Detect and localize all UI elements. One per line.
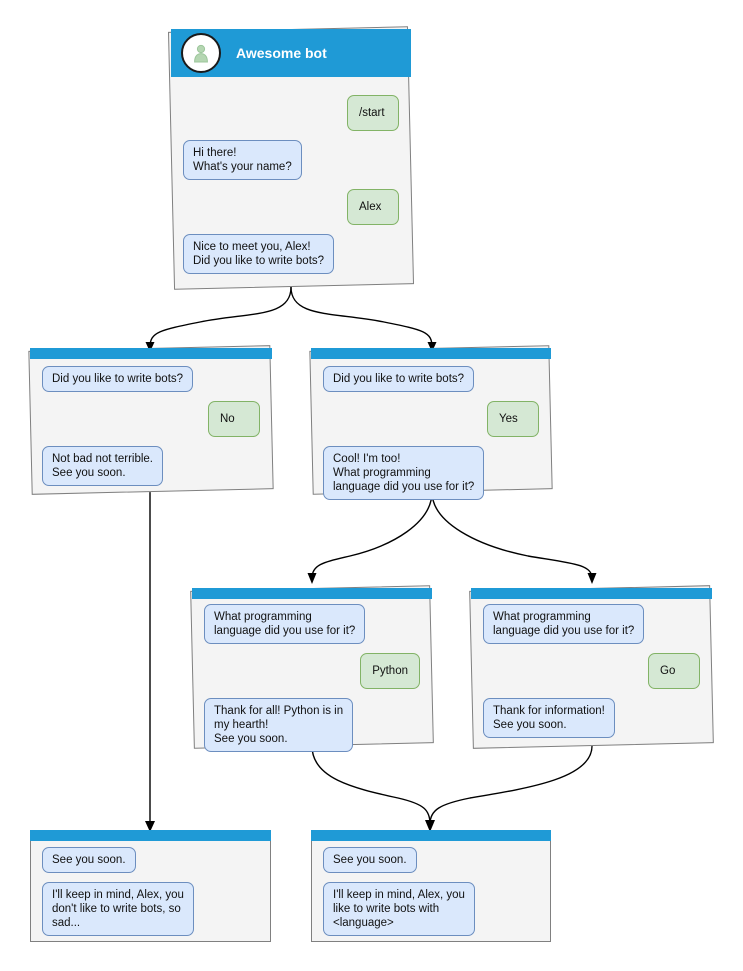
message-bubble-bot[interactable]: Hi there! What's your name? [183,140,302,180]
message-row: Nice to meet you, Alex! Did you like to … [183,234,399,274]
message-bubble-user[interactable]: /start [347,95,399,131]
message-bubble-bot[interactable]: See you soon. [42,847,136,873]
message-bubble-user[interactable]: Alex [347,189,399,225]
card-python-branch[interactable]: What programming language did you use fo… [190,585,434,752]
card-no-branch-header [30,348,272,359]
message-bubble-bot[interactable]: I'll keep in mind, Alex, you don't like … [42,882,194,936]
card-root-messages: /start Hi there! What's your name? Alex … [171,85,411,293]
arrowhead-yes-to-python [307,573,317,584]
card-root-title: Awesome bot [236,45,327,61]
card-end-no[interactable]: See you soon. I'll keep in mind, Alex, y… [30,830,271,942]
card-go-branch[interactable]: What programming language did you use fo… [469,585,714,749]
card-end-no-messages: See you soon. I'll keep in mind, Alex, y… [30,842,271,950]
message-row: I'll keep in mind, Alex, you don't like … [42,882,259,936]
card-yes-branch-messages: Did you like to write bots? Yes Cool! I'… [311,362,551,513]
message-bubble-user[interactable]: No [208,401,260,437]
card-go-branch-messages: What programming language did you use fo… [471,600,712,751]
message-bubble-user[interactable]: Yes [487,401,539,437]
message-row: See you soon. [323,847,539,873]
message-row: Did you like to write bots? [42,366,260,392]
message-bubble-user[interactable]: Python [360,653,420,689]
message-row: Yes [323,401,539,437]
card-python-branch-messages: What programming language did you use fo… [192,600,432,765]
arrowhead-yes-to-go [587,573,597,584]
connector-root-to-yes [290,286,433,348]
message-bubble-bot[interactable]: What programming language did you use fo… [483,604,645,644]
card-end-yes-header [311,830,551,841]
message-bubble-bot[interactable]: What programming language did you use fo… [204,604,366,644]
card-yes-branch-header [311,348,551,359]
card-end-yes-messages: See you soon. I'll keep in mind, Alex, y… [311,842,551,950]
card-root-header: Awesome bot [171,29,411,77]
card-python-branch-header [192,588,432,599]
message-bubble-bot[interactable]: Did you like to write bots? [323,366,475,392]
message-row: Alex [183,189,399,225]
message-row: No [42,401,260,437]
message-bubble-user[interactable]: Go [648,653,700,689]
message-row: Thank for all! Python is in my hearth! S… [204,698,420,752]
message-bubble-bot[interactable]: Did you like to write bots? [42,366,194,392]
user-avatar-icon [181,33,221,73]
card-end-yes[interactable]: See you soon. I'll keep in mind, Alex, y… [311,830,551,942]
message-row: See you soon. [42,847,259,873]
message-bubble-bot[interactable]: Thank for all! Python is in my hearth! S… [204,698,354,752]
message-bubble-bot[interactable]: See you soon. [323,847,417,873]
card-no-branch[interactable]: Did you like to write bots? No Not bad n… [28,345,274,495]
message-row: Thank for information! See you soon. [483,698,700,738]
card-go-branch-header [471,588,712,599]
card-end-no-header [30,830,271,841]
message-bubble-bot[interactable]: Not bad not terrible. See you soon. [42,446,164,486]
message-row: Go [483,653,700,689]
message-row: What programming language did you use fo… [483,604,700,644]
connector-go-to-end [429,745,593,825]
message-bubble-bot[interactable]: I'll keep in mind, Alex, you like to wri… [323,882,475,936]
message-row: Cool! I'm too! What programming language… [323,446,539,500]
message-bubble-bot[interactable]: Cool! I'm too! What programming language… [323,446,485,500]
connector-root-to-no [149,286,292,348]
message-row: Did you like to write bots? [323,366,539,392]
message-row: Not bad not terrible. See you soon. [42,446,260,486]
message-row: /start [183,95,399,131]
message-row: I'll keep in mind, Alex, you like to wri… [323,882,539,936]
message-row: Hi there! What's your name? [183,140,399,180]
message-row: What programming language did you use fo… [204,604,420,644]
card-root-conversation[interactable]: Awesome bot /start Hi there! What's your… [167,26,415,290]
card-no-branch-messages: Did you like to write bots? No Not bad n… [30,362,272,499]
message-row: Python [204,653,420,689]
message-bubble-bot[interactable]: Nice to meet you, Alex! Did you like to … [183,234,335,274]
card-yes-branch[interactable]: Did you like to write bots? Yes Cool! I'… [309,345,553,500]
message-bubble-bot[interactable]: Thank for information! See you soon. [483,698,615,738]
